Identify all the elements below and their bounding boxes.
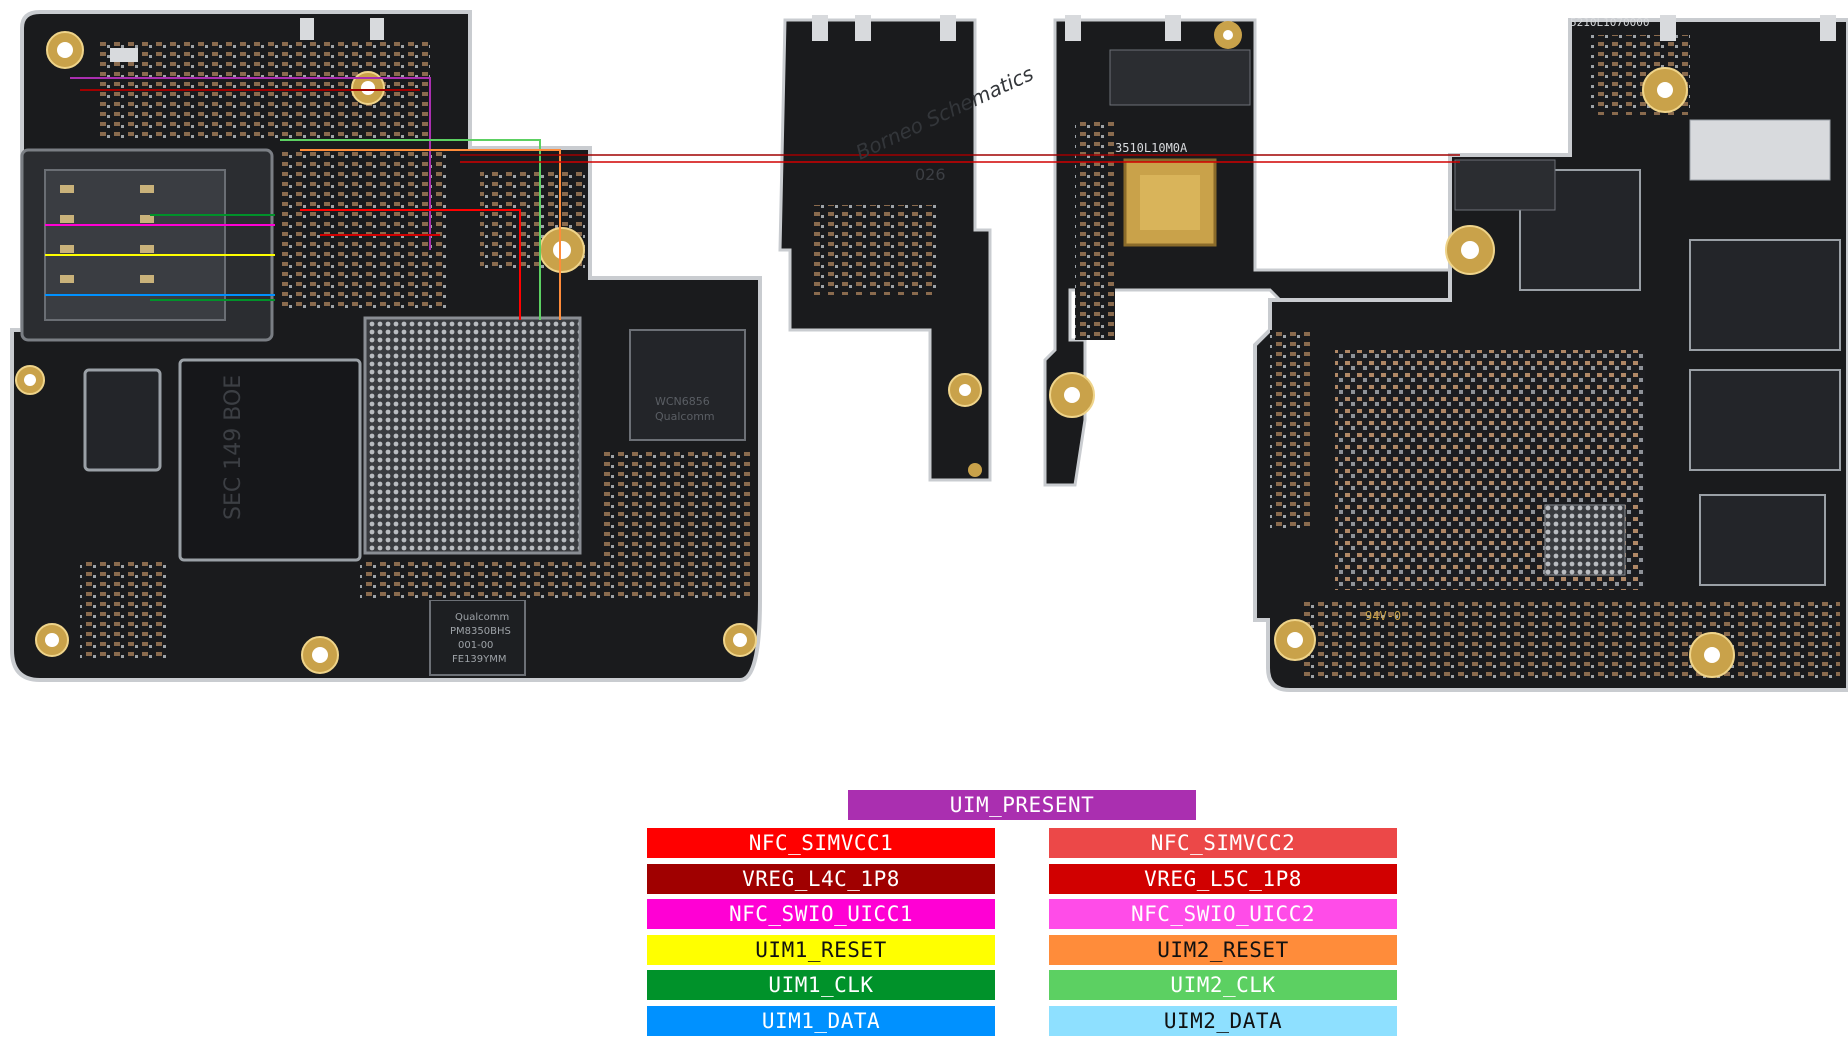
right-board: 5210L1070000 94V-0 [1253,15,1848,692]
legend-uim-present: UIM_PRESENT [848,790,1196,820]
rating-label: 94V-0 [1365,609,1401,623]
wifi-label-1: Qualcomm [655,410,715,423]
pmic-label-2: PM8350BHS [450,626,511,637]
legend-right-uim2-clk: UIM2_CLK [1049,970,1397,1000]
legend-left-vreg-l4c-1p8: VREG_L4C_1P8 [647,863,995,894]
legend-right-uim2-reset: UIM2_RESET [1049,934,1397,965]
pcb-board-photo: SEC 149 BOE Qualcomm PM8350BHS 001-00 FE… [10,10,1848,692]
board-label: 5210L1070000 [1570,16,1649,29]
legend-left-nfc-swio-uicc1: NFC_SWIO_UICC1 [647,899,995,929]
legend-left-uim1-reset: UIM1_RESET [647,934,995,965]
wifi-chip [629,329,746,441]
modem-label: 3510L10M0A [1115,141,1188,155]
soc-bga [363,316,582,555]
legend-right-uim2-data: UIM2_DATA [1049,1005,1397,1036]
legend-right-vreg-l5c-1p8: VREG_L5C_1P8 [1049,863,1397,894]
pmic-label-1: Qualcomm [455,612,509,623]
pmic-label-4: FE139YMM [452,654,507,665]
pmic-label-3: 001-00 [458,640,493,651]
wifi-label-2: WCN6856 [655,395,710,408]
legend-right-nfc-swio-uicc2: NFC_SWIO_UICC2 [1049,899,1397,929]
memory-chip-label: SEC 149 BOE [221,375,246,520]
memory-chip [178,358,362,562]
piece-label: 026 [915,165,946,184]
legend-right-nfc-simvcc2: NFC_SIMVCC2 [1049,828,1397,858]
legend-left-uim1-data: UIM1_DATA [647,1005,995,1036]
legend-left-uim1-clk: UIM1_CLK [647,970,995,1000]
middle-left-piece: 026 [778,15,992,482]
middle-right-piece: 3510L10M0A [1043,15,1452,487]
left-board: SEC 149 BOE Qualcomm PM8350BHS 001-00 FE… [10,10,762,682]
legend-left-nfc-simvcc1: NFC_SIMVCC1 [647,828,995,858]
